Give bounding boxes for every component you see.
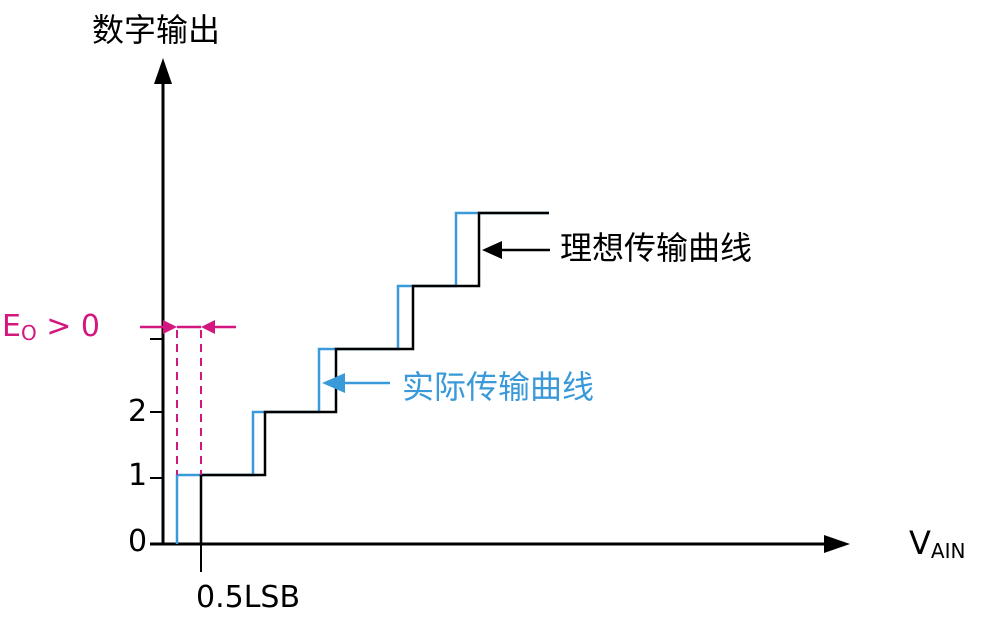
- x-axis-label-sub: AIN: [930, 539, 966, 563]
- ideal-transfer-curve: [199, 211, 549, 544]
- x-axis-label: VAIN: [909, 524, 965, 562]
- offset-error-sub: O: [20, 321, 37, 345]
- x-axis-label-main: V: [909, 524, 931, 562]
- offset-error-rest: > 0: [36, 309, 101, 344]
- tick-label-2: 2: [128, 394, 148, 429]
- tick-label-0: 0: [128, 524, 148, 559]
- x-axis-arrow-icon: [824, 535, 850, 553]
- offset-arrow-left-icon: [163, 320, 177, 334]
- offset-error-main: E: [2, 309, 21, 344]
- actual-curve-label: 实际传输曲线: [402, 368, 595, 406]
- offset-arrow-right-icon: [201, 320, 215, 334]
- y-axis-title: 数字输出: [92, 11, 221, 49]
- actual-callout-arrow-icon: [322, 373, 345, 393]
- y-axis-arrow-icon: [154, 58, 172, 84]
- tick-label-1: 1: [128, 458, 148, 493]
- offset-error-label: EO > 0: [2, 309, 101, 345]
- half-lsb-label: 0.5LSB: [196, 580, 301, 615]
- ideal-callout-arrow-icon: [482, 241, 502, 259]
- ideal-curve-label: 理想传输曲线: [560, 229, 753, 267]
